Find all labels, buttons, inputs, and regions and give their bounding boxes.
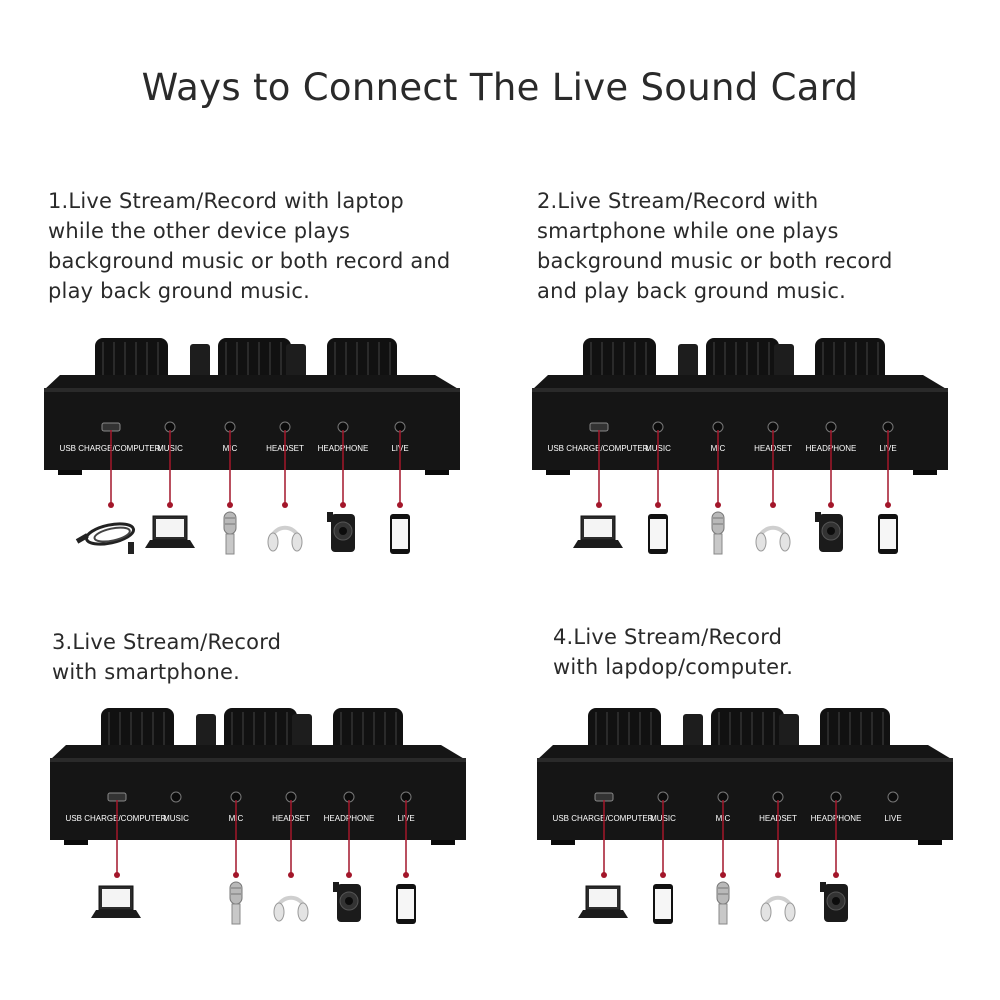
section-4-diagram: USB CHARGE/COMPUTERMUSICMICHEADSETHEADPH…	[533, 700, 973, 930]
speaker-icon	[820, 882, 848, 922]
connector-dot	[397, 502, 403, 508]
microphone-icon	[223, 511, 237, 555]
port-jack	[887, 791, 899, 803]
laptop-icon	[145, 515, 195, 548]
connector-dot	[660, 872, 666, 878]
port-label: USB CHARGE/COMPUTER	[553, 814, 654, 823]
connector-dot	[715, 502, 721, 508]
port-label: USB CHARGE/COMPUTER	[66, 814, 167, 823]
microphone-icon	[716, 881, 730, 925]
small-knob	[779, 714, 799, 754]
small-knob	[286, 344, 306, 384]
sound-card-body	[537, 745, 953, 840]
connector-dot	[601, 872, 607, 878]
sound-card-body	[44, 375, 460, 470]
port-jack	[170, 791, 182, 803]
connector-dot	[233, 872, 239, 878]
section-1-diagram: USB CHARGE/COMPUTERMUSICMICHEADSETHEADPH…	[40, 330, 480, 560]
section-3-caption: 3.Live Stream/Record with smartphone.	[52, 630, 282, 684]
speaker-icon	[327, 512, 355, 552]
laptop-icon	[578, 885, 628, 918]
microphone-icon	[711, 511, 725, 555]
smartphone-icon	[878, 514, 898, 554]
port-label: USB CHARGE/COMPUTER	[548, 444, 649, 453]
section-3-diagram: USB CHARGE/COMPUTERMUSICMICHEADSETHEADPH…	[46, 700, 486, 930]
sound-card-svg: USB CHARGE/COMPUTERMUSICMICHEADSETHEADPH…	[44, 338, 460, 555]
connector-dot	[655, 502, 661, 508]
section-1-caption: 1.Live Stream/Record with laptop while t…	[48, 189, 451, 303]
connector-dot	[227, 502, 233, 508]
connector-dot	[403, 872, 409, 878]
connector-dot	[770, 502, 776, 508]
page-title: Ways to Connect The Live Sound Card	[141, 66, 859, 109]
headset-icon	[273, 895, 309, 922]
speaker-icon	[333, 882, 361, 922]
sound-card-svg: USB CHARGE/COMPUTERMUSICMICHEADSETHEADPH…	[532, 338, 948, 555]
usb-cable-icon	[75, 522, 136, 554]
port-jack	[107, 792, 127, 802]
connector-dot	[114, 872, 120, 878]
small-knob	[683, 714, 703, 754]
microphone-icon	[229, 881, 243, 925]
small-knob	[774, 344, 794, 384]
connector-dot	[108, 502, 114, 508]
smartphone-icon	[390, 514, 410, 554]
connector-dot	[288, 872, 294, 878]
section-2-diagram: USB CHARGE/COMPUTERMUSICMICHEADSETHEADPH…	[528, 330, 968, 560]
port-jack	[589, 422, 609, 432]
sound-card-svg: USB CHARGE/COMPUTERMUSICMICHEADSETHEADPH…	[537, 708, 953, 925]
smartphone-icon	[653, 884, 673, 924]
headset-icon	[755, 525, 791, 552]
laptop-icon	[91, 885, 141, 918]
connector-dot	[596, 502, 602, 508]
port-jack	[101, 422, 121, 432]
headset-icon	[267, 525, 303, 552]
connector-dot	[167, 502, 173, 508]
headset-icon	[760, 895, 796, 922]
small-knob	[292, 714, 312, 754]
sound-card-body	[532, 375, 948, 470]
port-label: LIVE	[884, 814, 901, 823]
section-4-caption: 4.Live Stream/Record with lapdop/compute…	[553, 625, 794, 679]
port-jack	[594, 792, 614, 802]
connector-dot	[885, 502, 891, 508]
speaker-icon	[815, 512, 843, 552]
sound-card-svg: USB CHARGE/COMPUTERMUSICMICHEADSETHEADPH…	[50, 708, 466, 925]
connector-dot	[720, 872, 726, 878]
smartphone-icon	[648, 514, 668, 554]
connector-dot	[833, 872, 839, 878]
sound-card-body	[50, 745, 466, 840]
section-2-caption: 2.Live Stream/Record with smartphone whi…	[537, 189, 893, 303]
port-label: MUSIC	[163, 814, 189, 823]
connector-dot	[282, 502, 288, 508]
smartphone-icon	[396, 884, 416, 924]
small-knob	[190, 344, 210, 384]
connector-dot	[340, 502, 346, 508]
connector-dot	[828, 502, 834, 508]
laptop-icon	[573, 515, 623, 548]
small-knob	[678, 344, 698, 384]
connector-dot	[775, 872, 781, 878]
small-knob	[196, 714, 216, 754]
connector-dot	[346, 872, 352, 878]
port-label: USB CHARGE/COMPUTER	[60, 444, 161, 453]
